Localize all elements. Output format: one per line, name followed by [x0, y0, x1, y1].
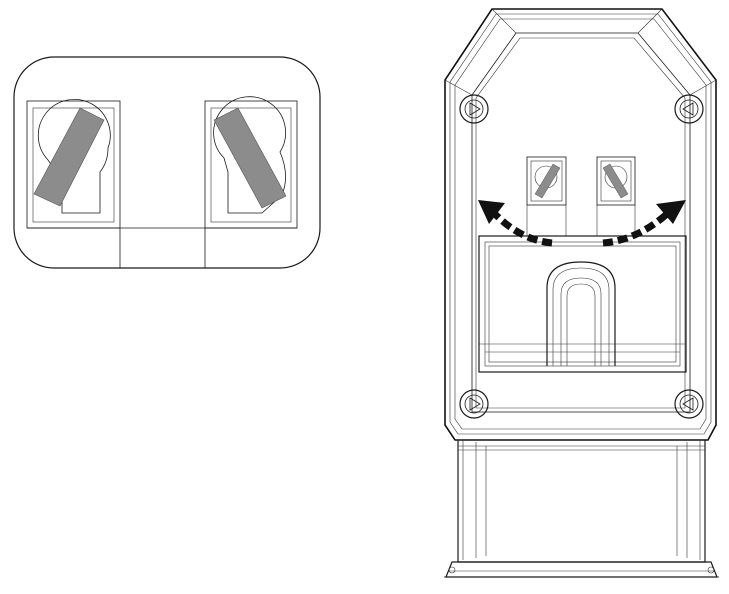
chamfer-line-right [689, 79, 717, 96]
screw-icon [674, 94, 704, 124]
detail-frame [13, 56, 321, 269]
left-switch-detail [26, 98, 121, 229]
switch-lever-icon [534, 163, 561, 199]
detail-view [13, 56, 321, 269]
screw-bottom-left [459, 389, 489, 419]
rotation-arrow-icon [491, 210, 553, 247]
left-switch-inner-frame [32, 107, 115, 223]
right-switch-housing [204, 100, 298, 229]
screw-icon [674, 389, 704, 419]
socket-tongue [546, 261, 616, 366]
device-switch-right [596, 156, 636, 206]
screw-bottom-right [674, 389, 704, 419]
switch-lever-icon [602, 163, 629, 199]
rotation-arrow-left [478, 200, 553, 247]
socket-recess [478, 235, 687, 373]
screw-icon [459, 389, 489, 419]
right-switch-inner-frame [210, 107, 292, 223]
screw-top-right [674, 94, 704, 124]
device-outer-body [444, 8, 717, 441]
rotation-arrow-icon [602, 210, 671, 247]
socket-outer [478, 235, 687, 373]
device-face-inner [475, 37, 686, 409]
screw-top-left [459, 94, 489, 124]
chamfer-line-top-right [637, 8, 663, 34]
device-body-offset-1 [449, 13, 712, 435]
device-front-view [444, 8, 719, 578]
chamfer-line-top-left [491, 8, 517, 34]
device-body-offset-2 [454, 18, 707, 430]
base-outline [457, 440, 706, 563]
left-switch-housing [26, 100, 121, 229]
rotation-arrow-right [602, 200, 686, 247]
device-base [444, 440, 719, 578]
right-switch-detail [204, 96, 298, 229]
chamfer-line-left [444, 79, 473, 96]
screw-icon [459, 94, 489, 124]
base-foot [445, 561, 718, 578]
right-switch-keyhole [213, 96, 287, 214]
switch-lever-icon [33, 107, 105, 207]
device-switch-left [526, 156, 567, 206]
left-switch-keyhole [37, 98, 111, 214]
switch-lever-icon [213, 107, 287, 209]
